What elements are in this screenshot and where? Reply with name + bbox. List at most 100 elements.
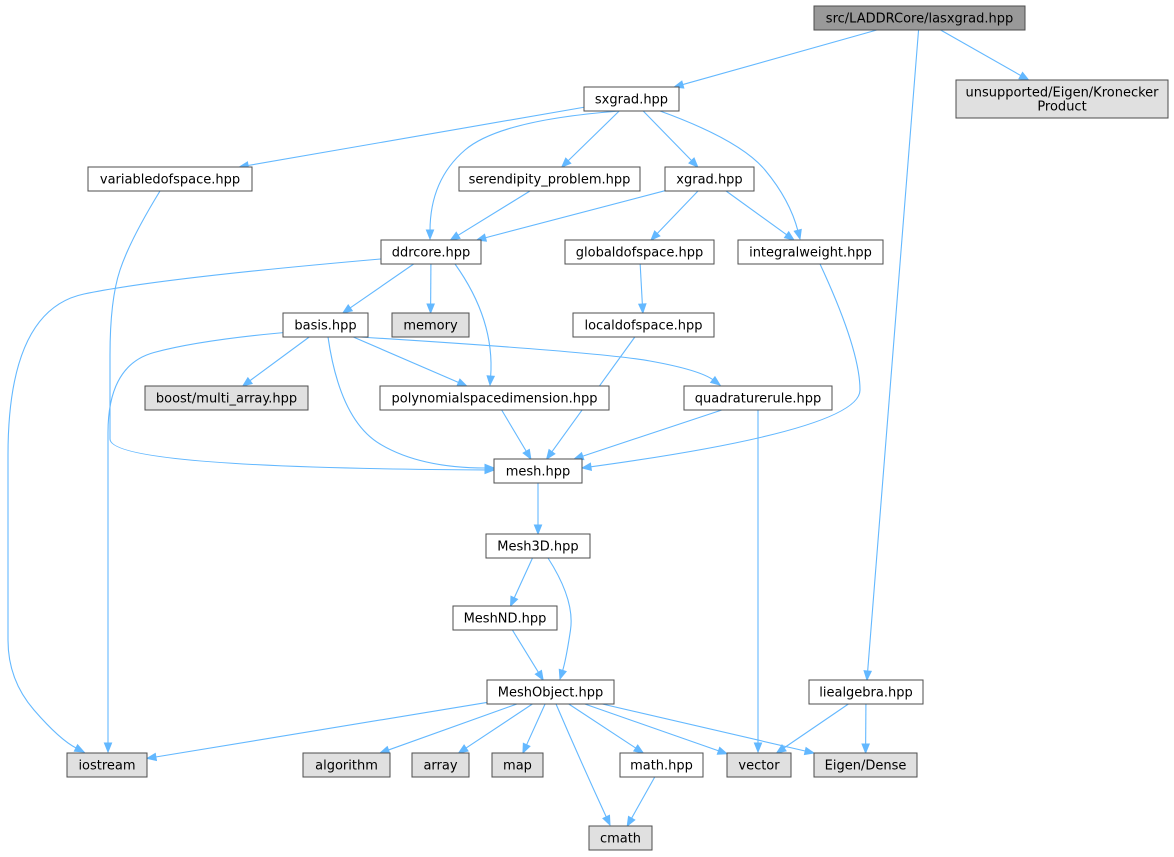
edge-meshobj-to-iostream: [145, 701, 488, 762]
node-box[interactable]: [619, 752, 704, 778]
node-iostream[interactable]: iostream: [66, 752, 148, 778]
node-box[interactable]: [391, 312, 470, 338]
node-box[interactable]: [572, 312, 715, 338]
edge-polydim-to-mesh: [501, 409, 532, 461]
node-array[interactable]: array: [411, 752, 470, 778]
node-liealg[interactable]: liealgebra.hpp: [808, 679, 924, 705]
node-box[interactable]: [411, 752, 470, 778]
node-vardof[interactable]: variabledofspace.hpp: [87, 166, 253, 192]
edge-mesh3d-to-meshobj: [547, 557, 572, 681]
node-box[interactable]: [808, 679, 924, 705]
node-meshnd[interactable]: MeshND.hpp: [452, 605, 558, 631]
node-box[interactable]: [588, 825, 653, 851]
node-sxgrad[interactable]: sxgrad.hpp: [583, 86, 680, 112]
edge-ddrcore-to-iostream: [7, 257, 393, 753]
edge-meshnd-to-meshobj: [511, 629, 544, 682]
edge-ddrcore-to-basis: [341, 263, 414, 314]
node-mathhpp[interactable]: math.hpp: [619, 752, 704, 778]
node-label: memory: [403, 319, 458, 334]
node-box[interactable]: [87, 166, 253, 192]
node-map[interactable]: map: [491, 752, 544, 778]
edge-arrowhead: [580, 462, 593, 472]
node-localdof[interactable]: localdofspace.hpp: [572, 312, 715, 338]
node-box[interactable]: [664, 166, 755, 192]
edge-line: [484, 190, 666, 239]
node-label: cmath: [600, 832, 641, 847]
node-label: ddrcore.hpp: [392, 246, 471, 261]
edge-xgrad-to-ddrcore: [475, 190, 666, 242]
node-box[interactable]: [726, 752, 792, 778]
node-vector[interactable]: vector: [726, 752, 792, 778]
node-mesh[interactable]: mesh.hpp: [493, 458, 583, 484]
edge-meshobj-to-vector: [584, 703, 729, 755]
edge-line: [681, 29, 877, 86]
node-box[interactable]: [379, 385, 610, 411]
node-boostma[interactable]: boost/multi_array.hpp: [144, 385, 309, 411]
node-box[interactable]: [380, 239, 482, 265]
edge-line: [513, 557, 533, 599]
node-box[interactable]: [491, 752, 544, 778]
node-box[interactable]: [66, 752, 148, 778]
node-box[interactable]: [813, 5, 1026, 31]
edge-arrowhead: [534, 669, 544, 682]
edge-arrowhead: [602, 814, 611, 827]
node-globaldof[interactable]: globaldofspace.hpp: [564, 239, 715, 265]
node-meshobj[interactable]: MeshObject.hpp: [486, 679, 615, 705]
node-quadrule[interactable]: quadraturerule.hpp: [683, 385, 833, 411]
edge-arrowhead: [341, 304, 354, 314]
node-box[interactable]: [144, 385, 309, 411]
edge-line: [247, 106, 585, 167]
node-box[interactable]: [813, 752, 918, 778]
node-box[interactable]: [564, 239, 715, 265]
node-box[interactable]: [302, 752, 391, 778]
node-root[interactable]: src/LADDRCore/lasxgrad.hpp: [813, 5, 1026, 31]
edge-line: [327, 336, 487, 469]
node-ddrcore[interactable]: ddrcore.hpp: [380, 239, 482, 265]
edge-ddrcore-to-polydim: [454, 263, 496, 387]
node-polydim[interactable]: polynomialspacedimension.hpp: [379, 385, 610, 411]
node-box[interactable]: [955, 79, 1169, 119]
node-memory[interactable]: memory: [391, 312, 470, 338]
node-box[interactable]: [737, 239, 884, 265]
node-label: boost/multi_array.hpp: [156, 392, 297, 407]
node-box[interactable]: [458, 166, 641, 192]
node-algorithm[interactable]: algorithm: [302, 752, 391, 778]
edge-arrowhead: [456, 378, 468, 387]
node-label: vector: [738, 759, 780, 774]
edge-sxgrad-to-ddrcore: [425, 110, 621, 241]
edge-sxgrad-to-vardof: [237, 106, 585, 170]
edge-line: [940, 29, 1022, 77]
edge-line: [584, 703, 720, 752]
node-mesh3d[interactable]: Mesh3D.hpp: [485, 533, 591, 559]
node-box[interactable]: [452, 605, 558, 631]
node-label: polynomialspacedimension.hpp: [392, 392, 598, 407]
node-box[interactable]: [493, 458, 583, 484]
node-label: quadraturerule.hpp: [695, 392, 821, 407]
node-eigendense[interactable]: Eigen/Dense: [813, 752, 918, 778]
edge-xgrad-to-intweight: [725, 190, 795, 241]
node-cmath[interactable]: cmath: [588, 825, 653, 851]
node-xgrad[interactable]: xgrad.hpp: [664, 166, 755, 192]
edge-layer: [7, 29, 1030, 828]
edge-line: [387, 703, 518, 751]
edge-line: [659, 110, 799, 232]
node-box[interactable]: [583, 86, 680, 112]
node-intweight[interactable]: integralweight.hpp: [737, 239, 884, 265]
node-box[interactable]: [485, 533, 591, 559]
node-basis[interactable]: basis.hpp: [282, 312, 369, 338]
edge-arrowhead: [783, 230, 795, 241]
node-box[interactable]: [282, 312, 369, 338]
edge-arrowhead: [558, 668, 567, 681]
node-label: basis.hpp: [294, 319, 356, 334]
node-serend[interactable]: serendipity_problem.hpp: [458, 166, 641, 192]
edge-line: [525, 703, 546, 746]
edge-meshobj-to-algorithm: [378, 703, 518, 754]
edge-sxgrad-to-serend: [560, 110, 620, 168]
edge-arrowhead: [484, 463, 496, 473]
node-label: variabledofspace.hpp: [100, 173, 240, 188]
node-label: map: [503, 759, 532, 774]
node-box[interactable]: [683, 385, 833, 411]
node-box[interactable]: [486, 679, 615, 705]
